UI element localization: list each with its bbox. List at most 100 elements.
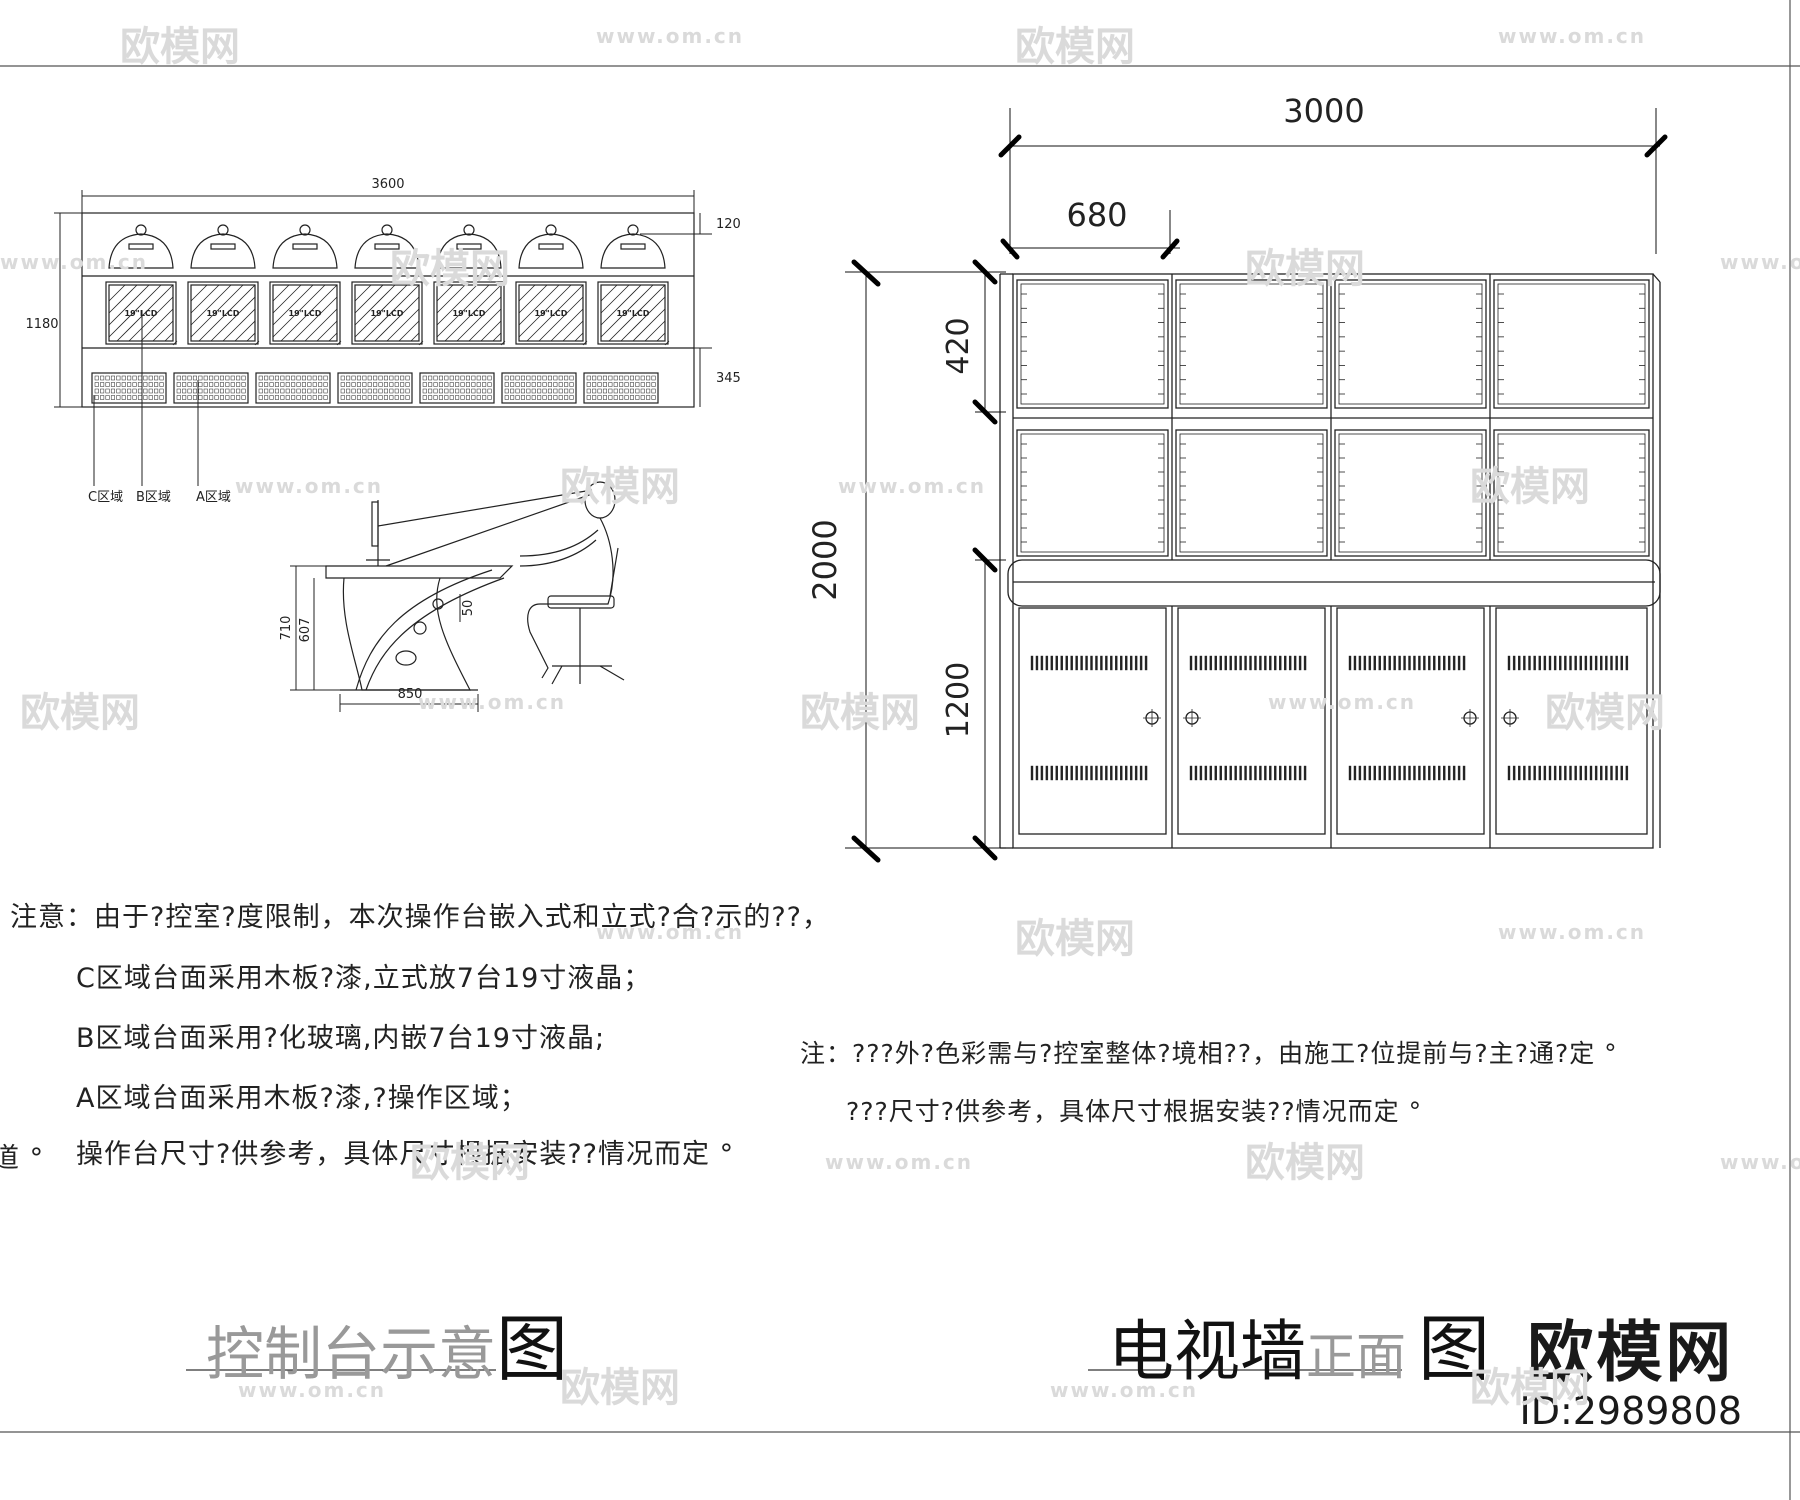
- tv-screen-cell: [1493, 429, 1650, 557]
- console-keyboard: [173, 372, 249, 404]
- watermark-url: www.om.cn: [1050, 1378, 1199, 1402]
- watermark-logo: 欧模网: [1015, 916, 1135, 962]
- watermark-logo: 欧模网: [1015, 24, 1135, 70]
- dim-side-h1: 710: [279, 616, 294, 641]
- door-lock-icon: [1501, 709, 1519, 727]
- brand-name: 欧模网: [1527, 1314, 1735, 1391]
- watermark-logo: 欧模网: [1545, 690, 1665, 736]
- dim-side-h2: 607: [298, 618, 313, 643]
- dim-console-top: 120: [716, 217, 741, 232]
- console-keyboard: [419, 372, 495, 404]
- console-lamp: [190, 224, 256, 269]
- tv-cabinet-door: [1018, 607, 1167, 835]
- tv-wall-elevation: [999, 273, 1661, 849]
- brand-id: ID:2989808: [1519, 1389, 1742, 1433]
- watermark-logo: 欧模网: [120, 24, 240, 70]
- dim-console-keyboard: 345: [716, 371, 741, 386]
- tv-screen-cell: [1175, 429, 1328, 557]
- console-note-line-5: 操作台尺寸?供参考，具体尺寸根据安装??情况而定 °: [76, 1139, 735, 1170]
- console-outline: [81, 212, 695, 408]
- watermark-logo: 欧模网: [1470, 464, 1590, 510]
- watermark-url: www.om.cn: [235, 474, 384, 498]
- console-keyboard: [583, 372, 659, 404]
- console-lamp: [272, 224, 338, 269]
- console-lcd-monitor: 19"LCD: [105, 281, 178, 346]
- tv-screen-cell: [1016, 429, 1169, 557]
- tvwall-title-light: 正面: [1306, 1328, 1406, 1386]
- lcd-label: 19"LCD: [207, 309, 240, 318]
- tvwall-title-end: 图: [1418, 1307, 1491, 1391]
- door-lock-icon: [1183, 709, 1201, 727]
- console-note-line-3: B区域台面采用?化玻璃,内嵌7台19寸液晶;: [76, 1023, 606, 1054]
- watermark-url: www.om.cn: [418, 690, 567, 714]
- tv-cabinet-door: [1177, 607, 1326, 835]
- watermark-url: www.om.cn: [596, 24, 745, 48]
- console-lcd-monitor: 19"LCD: [187, 281, 260, 346]
- watermark-logo: 欧模网: [390, 246, 510, 292]
- console-lamp: [518, 224, 584, 269]
- watermark-logo: 欧模网: [560, 1365, 680, 1411]
- dim-tv-cell-width: 680: [1066, 196, 1127, 234]
- lcd-label: 19"LCD: [371, 309, 404, 318]
- watermark-url: www.om.cn: [825, 1150, 974, 1174]
- tv-wall-dimension-ticks: [851, 134, 1668, 863]
- watermark-logo: 欧模网: [20, 690, 140, 736]
- lcd-label: 19"LCD: [289, 309, 322, 318]
- tv-screen-cell: [1493, 279, 1650, 409]
- console-lamp: [600, 224, 666, 269]
- console-note-line-2: C区域台面采用木板?漆,立式放7台19寸液晶；: [76, 963, 652, 994]
- tvwall-note-line-1: 注：???外?色彩需与?控室整体?境相??，由施工?位提前与?主?通?定 °: [800, 1039, 1618, 1068]
- watermark-logo: 欧模网: [1245, 246, 1365, 292]
- side-view-dimensions: [290, 565, 479, 712]
- console-keyboard: [501, 372, 577, 404]
- watermark-logo: 欧模网: [1470, 1365, 1590, 1411]
- console-title-light: 控制台示意: [206, 1320, 497, 1388]
- zone-label-c: C区域: [88, 490, 123, 505]
- console-lamp: [354, 224, 420, 269]
- dim-tv-cabinet-height: 1200: [941, 662, 976, 738]
- console-lamp: [108, 224, 174, 269]
- console-lamp: [436, 224, 502, 269]
- console-elevation: 19"LCD 19"LCD 19"LCD 19"LCD 19"LCD 19"LCD 19"L…: [81, 212, 695, 408]
- dim-console-width: 3600: [371, 177, 404, 192]
- console-lcd-monitor: 19"LCD: [433, 281, 506, 346]
- zone-label-b: B区域: [136, 490, 171, 505]
- console-dimensions: [54, 190, 712, 486]
- console-lcd-monitor: 19"LCD: [269, 281, 342, 346]
- tv-screen-cell: [1016, 279, 1169, 409]
- watermark-url: www.om.cn: [1498, 920, 1647, 944]
- watermark-logo: 欧模网: [1245, 1140, 1365, 1186]
- tv-screen-cell: [1334, 429, 1487, 557]
- tv-cabinet-door: [1495, 607, 1648, 835]
- dim-tv-width: 3000: [1283, 92, 1364, 130]
- door-lock-icon: [1143, 709, 1161, 727]
- console-title: 控制台示意图: [206, 1290, 568, 1395]
- lcd-label: 19"LCD: [617, 309, 650, 318]
- console-note-prefix: 道 °: [0, 1143, 45, 1174]
- lcd-label: 19"LCD: [125, 309, 158, 318]
- brand-block: 欧模网 ID:2989808: [1519, 1318, 1742, 1434]
- dim-tv-height: 2000: [806, 519, 844, 600]
- watermark-logo: 欧模网: [560, 464, 680, 510]
- console-note-line-4: A区域台面采用木板?漆,?操作区域；: [76, 1083, 528, 1114]
- console-lcd-monitor: 19"LCD: [515, 281, 588, 346]
- tv-wall-dimensions: [845, 108, 1660, 849]
- zone-label-a: A区域: [196, 490, 231, 505]
- console-title-bold: 图: [496, 1307, 569, 1391]
- watermark-logo: 欧模网: [410, 1140, 530, 1186]
- watermark-logo: 欧模网: [800, 690, 920, 736]
- watermark-url: www.om.cn: [1498, 24, 1647, 48]
- console-keyboard: [337, 372, 413, 404]
- door-lock-icon: [1461, 709, 1479, 727]
- lcd-label: 19"LCD: [453, 309, 486, 318]
- watermark-url: www.om.cn: [596, 920, 745, 944]
- console-note-line-1: 注意：由于?控室?度限制，本次操作台嵌入式和立式?合?示的??，: [10, 902, 830, 933]
- watermark-url: www.om.cn: [838, 474, 987, 498]
- console-side-view: [325, 481, 625, 691]
- watermark-url: www.om.cn: [0, 250, 149, 274]
- lcd-label: 19"LCD: [535, 309, 568, 318]
- dim-side-depth: 850: [398, 687, 423, 702]
- tv-screen-cell: [1334, 279, 1487, 409]
